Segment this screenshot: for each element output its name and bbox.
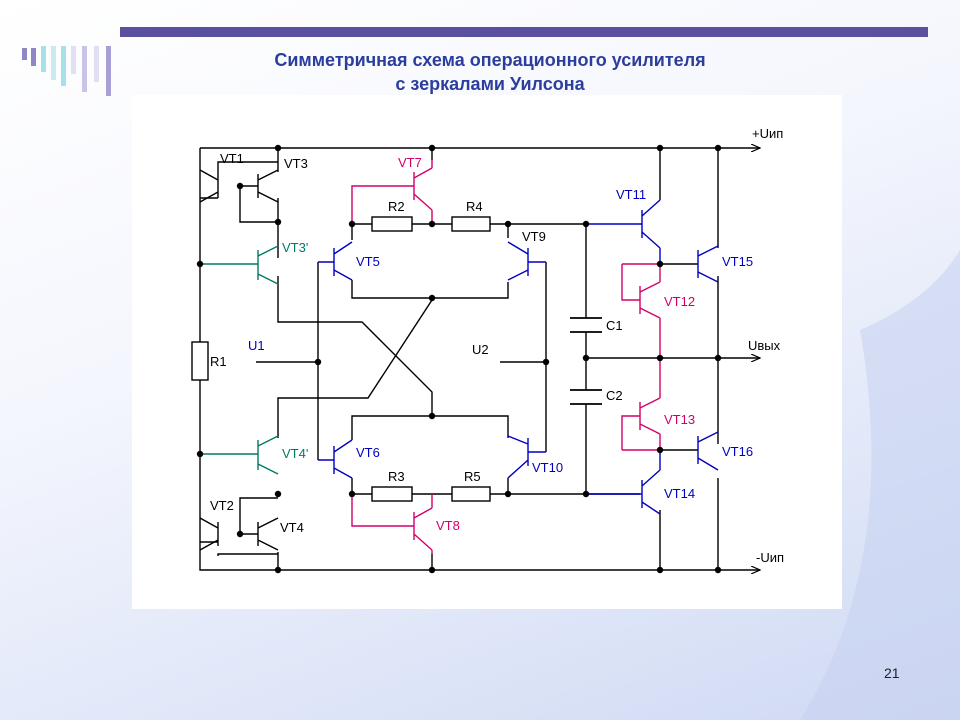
circuit-panel: VT1 VT3 VT3' VT5 VT7 R2 R4 VT9 R1 U1 U2 … — [132, 95, 842, 609]
junction-dot — [582, 220, 590, 228]
resistor-r1 — [191, 341, 209, 381]
junction-dot — [348, 220, 356, 228]
junction-dot — [428, 566, 436, 574]
junction-dot — [656, 260, 664, 268]
junction-dot — [236, 182, 244, 190]
resistor-r5 — [451, 486, 491, 502]
label-vt14: VT14 — [664, 486, 695, 501]
label-vt8: VT8 — [436, 518, 460, 533]
label-vt1: VT1 — [220, 151, 244, 166]
junction-dot — [314, 358, 322, 366]
label-vt5: VT5 — [356, 254, 380, 269]
transistors-black — [199, 169, 279, 551]
op-amp-circuit-diagram: VT1 VT3 VT3' VT5 VT7 R2 R4 VT9 R1 U1 U2 … — [191, 126, 784, 609]
label-vplus: +Uип — [752, 126, 783, 141]
slide-title: Симметричная схема операционного усилите… — [130, 48, 850, 96]
capacitor-c2 — [570, 389, 602, 405]
junction-dot — [504, 490, 512, 498]
junction-dot — [656, 144, 664, 152]
capacitors — [570, 317, 602, 405]
label-r4: R4 — [466, 199, 483, 214]
junction-dot — [236, 530, 244, 538]
transistors-teal — [200, 245, 279, 475]
top-accent-bar — [120, 27, 928, 37]
label-c2: C2 — [606, 388, 623, 403]
junction-dot — [196, 260, 204, 268]
transistors-blue — [318, 199, 719, 515]
junction-dot — [656, 354, 664, 362]
label-uout: Uвых — [748, 338, 781, 353]
label-vt3p: VT3' — [282, 240, 308, 255]
label-u2: U2 — [472, 342, 489, 357]
junction-dot — [582, 490, 590, 498]
capacitor-c1 — [570, 317, 602, 333]
junction-dot — [428, 412, 436, 420]
label-vt10: VT10 — [532, 460, 563, 475]
junction-dot — [656, 566, 664, 574]
label-vt16: VT16 — [722, 444, 753, 459]
label-c1: C1 — [606, 318, 623, 333]
junction-dot — [714, 144, 722, 152]
transistors-magenta — [351, 160, 661, 554]
junction-dot — [274, 218, 282, 226]
junction-dot — [348, 490, 356, 498]
junction-dot — [428, 144, 436, 152]
label-vt4: VT4 — [280, 520, 304, 535]
label-r2: R2 — [388, 199, 405, 214]
resistor-r2 — [371, 216, 413, 232]
label-vt9: VT9 — [522, 229, 546, 244]
label-vt12: VT12 — [664, 294, 695, 309]
label-r3: R3 — [388, 469, 405, 484]
label-vt2: VT2 — [210, 498, 234, 513]
junction-dot — [274, 566, 282, 574]
title-line-2: с зеркалами Уилсона — [395, 74, 585, 94]
label-vt15: VT15 — [722, 254, 753, 269]
junction-dot — [274, 490, 282, 498]
resistor-r3 — [371, 486, 413, 502]
resistors — [191, 216, 491, 502]
junction-dot — [582, 354, 590, 362]
label-u1: U1 — [248, 338, 265, 353]
junction-dot — [274, 144, 282, 152]
junction-dots — [196, 144, 722, 574]
label-vt11: VT11 — [616, 187, 646, 202]
label-r5: R5 — [464, 469, 481, 484]
junction-dot — [656, 446, 664, 454]
junction-dot — [542, 358, 550, 366]
junction-dot — [428, 294, 436, 302]
label-r1: R1 — [210, 354, 227, 369]
label-vt3: VT3 — [284, 156, 308, 171]
wires-black — [199, 148, 760, 570]
junction-dot — [428, 220, 436, 228]
page-number: 21 — [884, 665, 900, 681]
label-vt13: VT13 — [664, 412, 695, 427]
label-vt7: VT7 — [398, 155, 422, 170]
circuit-labels: VT1 VT3 VT3' VT5 VT7 R2 R4 VT9 R1 U1 U2 … — [210, 126, 784, 565]
junction-dot — [714, 566, 722, 574]
label-vt4p: VT4' — [282, 446, 308, 461]
label-vminus: -Uип — [756, 550, 784, 565]
title-line-1: Симметричная схема операционного усилите… — [274, 50, 706, 70]
junction-dot — [196, 450, 204, 458]
label-vt6: VT6 — [356, 445, 380, 460]
resistor-r4 — [451, 216, 491, 232]
junction-dot — [714, 354, 722, 362]
junction-dot — [504, 220, 512, 228]
